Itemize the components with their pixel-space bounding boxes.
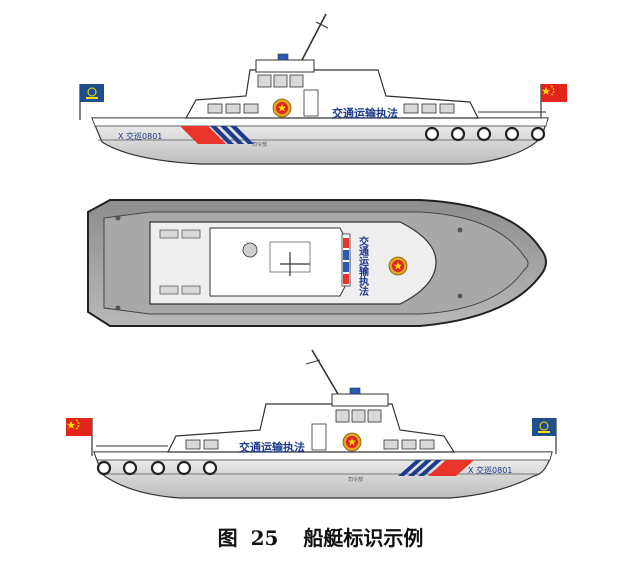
small-hull-text-bottom: 司令部	[348, 476, 363, 483]
ensign-flag-icon	[79, 83, 105, 103]
diagram-stage: 交通运输执法 X 交巡0801 司令部 交通运输执法	[66, 13, 567, 499]
lifebuoy-icon	[202, 460, 218, 476]
side-view-port: 交通运输执法 X 交巡0801 司令部	[66, 349, 557, 499]
lifebuoy-icon	[476, 126, 492, 142]
lifebuoy-icon	[530, 126, 546, 142]
agency-text-top: 交通运输执法	[332, 106, 398, 120]
police-emblem-bottom-icon	[342, 432, 362, 452]
hull-number-bottom: X 交巡0801	[468, 465, 512, 475]
caption-title: 船艇标识示例	[303, 526, 424, 550]
caption-number: 25	[250, 526, 279, 550]
lifebuoy-icon	[122, 460, 138, 476]
hull-number-top: X 交巡0801	[118, 131, 162, 141]
lifebuoy-icon	[96, 460, 112, 476]
lifebuoy-icon	[150, 460, 166, 476]
china-flag-icon	[66, 418, 92, 436]
police-emblem-plan-icon	[388, 256, 408, 276]
figure-caption: 图 25 船艇标识示例	[0, 520, 641, 556]
lifebuoy-icon	[450, 126, 466, 142]
china-flag-icon	[541, 84, 567, 102]
lifebuoy-icon	[176, 460, 192, 476]
plan-view: 交通运输执法	[87, 199, 547, 327]
police-emblem-icon	[272, 98, 292, 118]
ensign-flag-icon	[531, 417, 557, 437]
caption-prefix: 图	[217, 526, 238, 550]
lifebuoy-icon	[424, 126, 440, 142]
lifebuoy-icon	[504, 126, 520, 142]
side-view-starboard: 交通运输执法 X 交巡0801 司令部	[79, 13, 567, 165]
small-hull-text-top: 司令部	[252, 141, 267, 148]
agency-text-plan: 交通运输执法	[357, 235, 369, 297]
agency-text-bottom: 交通运输执法	[239, 440, 305, 454]
